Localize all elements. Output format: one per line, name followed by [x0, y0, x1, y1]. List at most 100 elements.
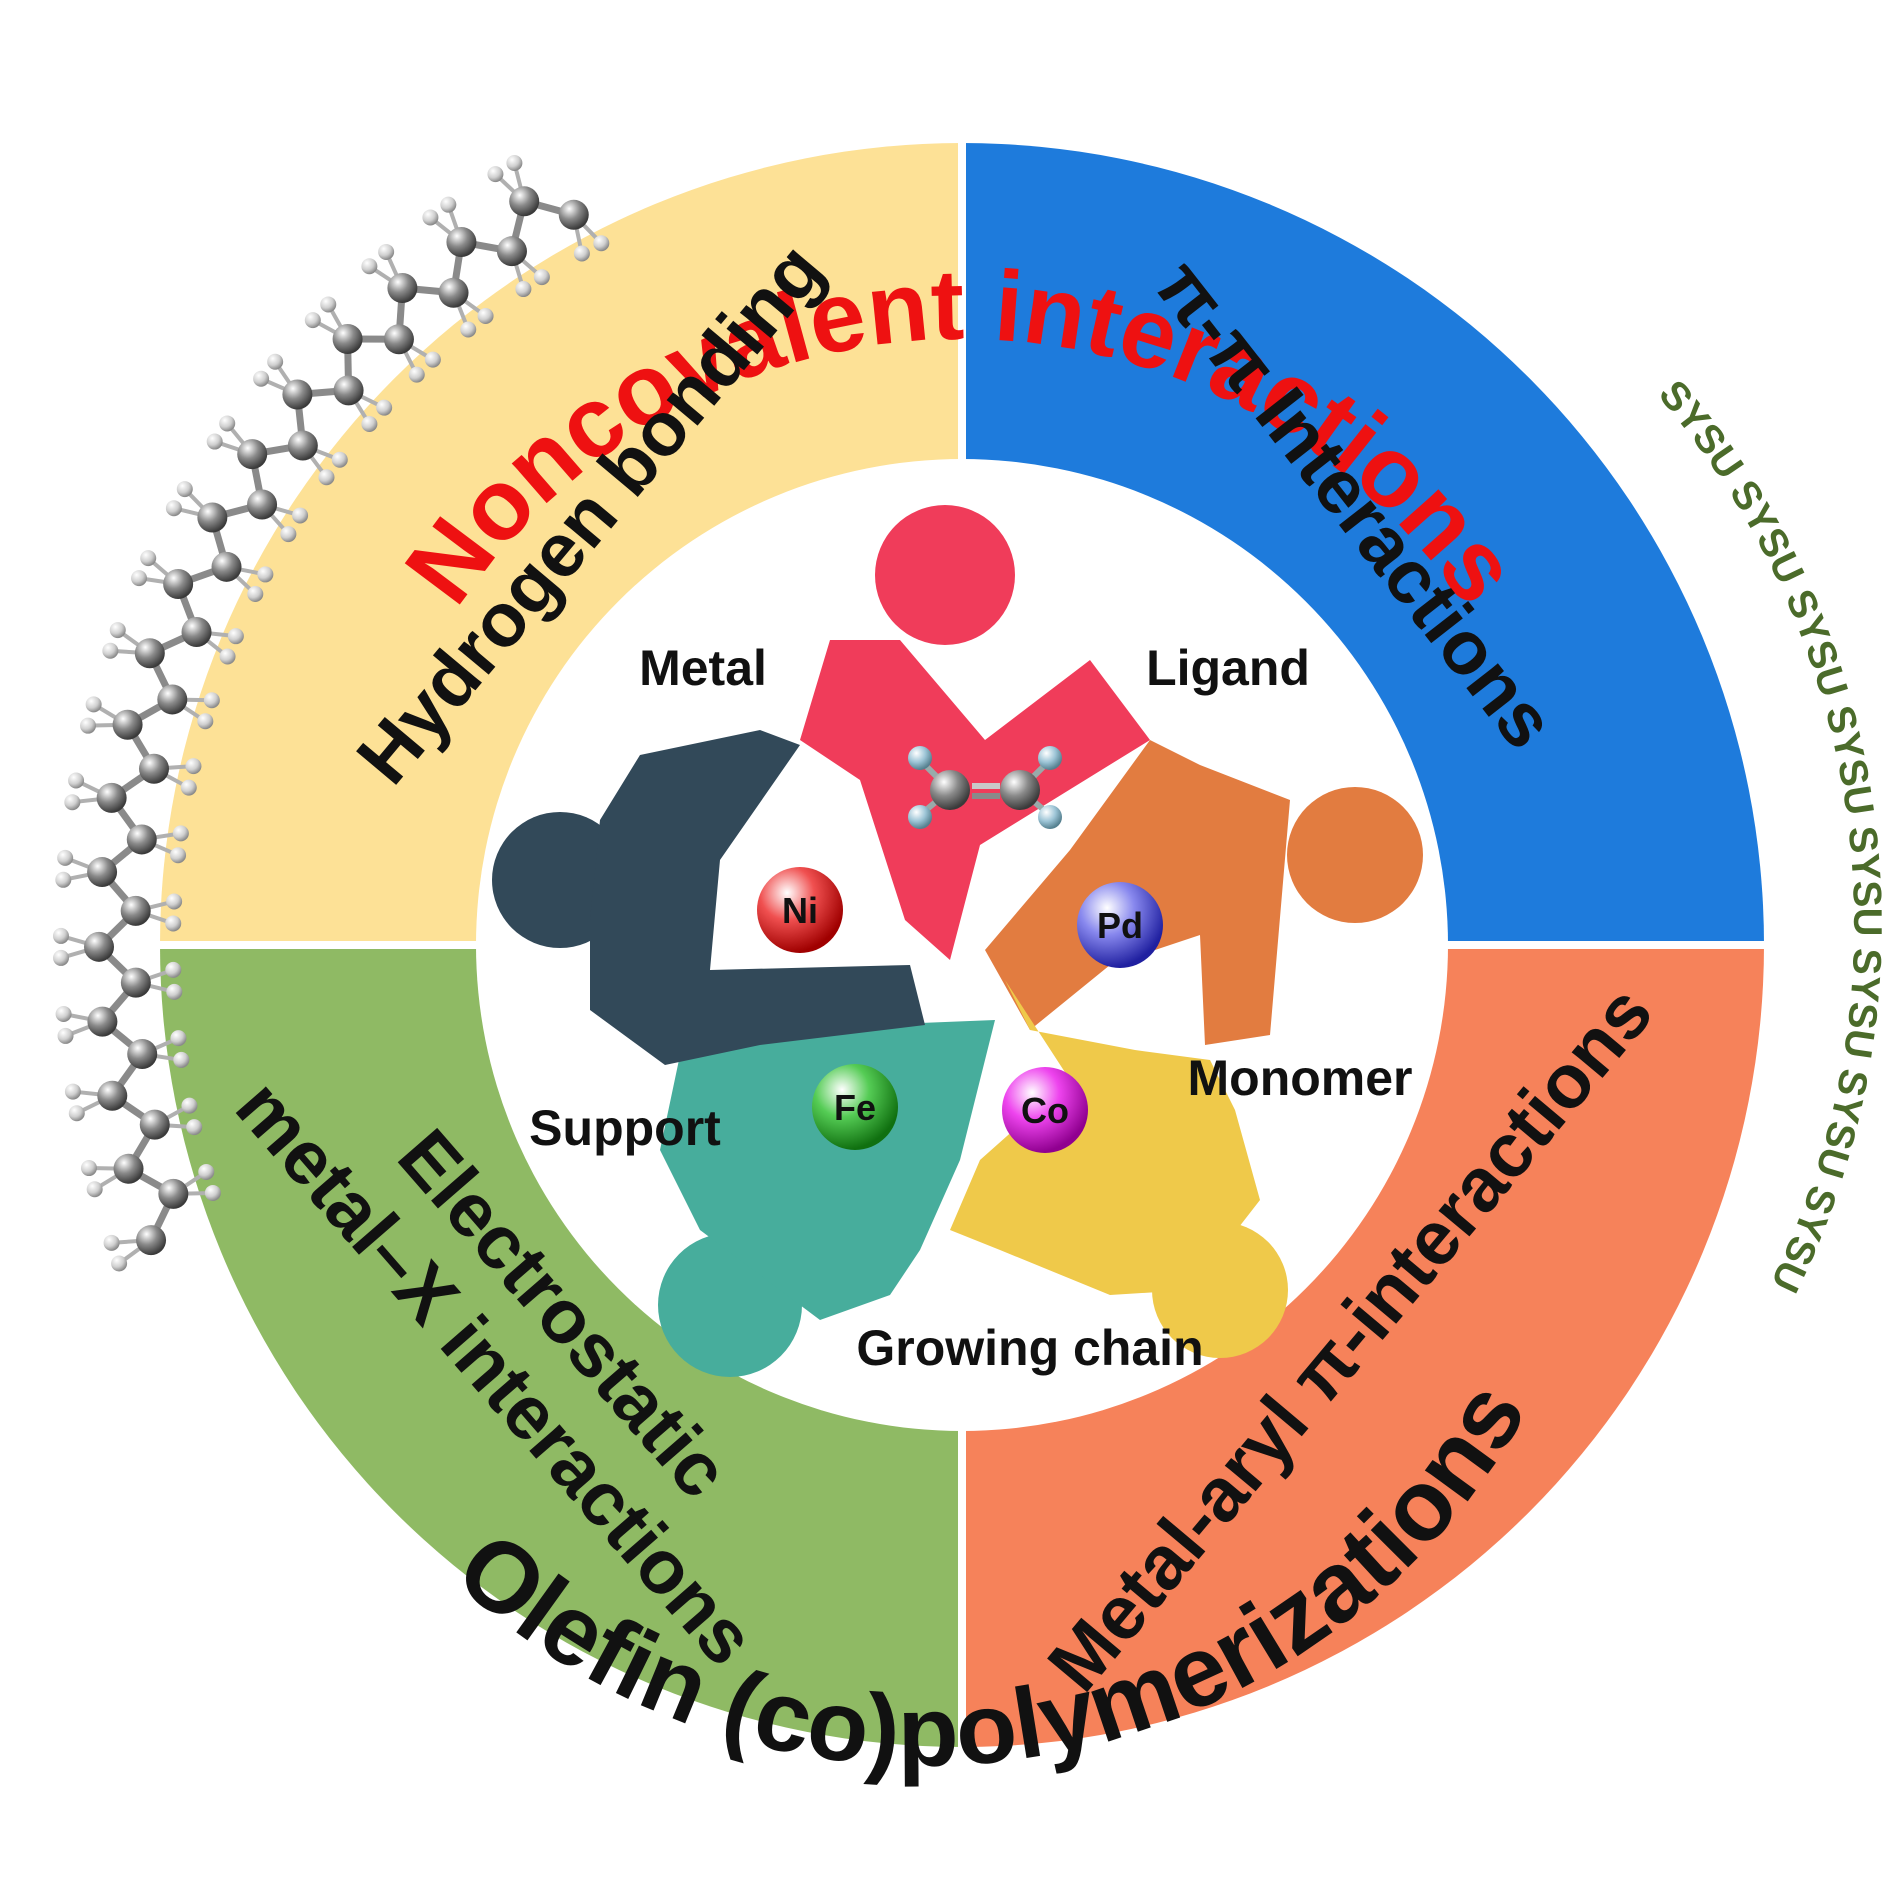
chain-hydrogen-atom: [56, 1006, 72, 1022]
chain-hydrogen-atom: [257, 566, 273, 582]
chain-carbon-atom: [237, 439, 267, 469]
chain-hydrogen-atom: [198, 1164, 214, 1180]
chain-carbon-atom: [197, 502, 227, 532]
chain-carbon-atom: [84, 932, 114, 962]
chain-hydrogen-atom: [170, 1030, 186, 1046]
chain-hydrogen-atom: [65, 1084, 81, 1100]
chain-hydrogen-atom: [205, 1185, 221, 1201]
chain-hydrogen-atom: [87, 1181, 103, 1197]
chain-hydrogen-atom: [86, 696, 102, 712]
chain-carbon-atom: [127, 824, 157, 854]
role-label-metal: Metal: [639, 640, 767, 696]
chain-hydrogen-atom: [170, 847, 186, 863]
chain-carbon-atom: [139, 754, 169, 784]
chain-carbon-atom: [163, 569, 193, 599]
chain-hydrogen-atom: [111, 1255, 127, 1271]
chain-hydrogen-atom: [228, 628, 244, 644]
chain-hydrogen-atom: [292, 507, 308, 523]
metal-label-ni: Ni: [782, 890, 818, 931]
chain-carbon-atom: [158, 1179, 188, 1209]
chain-hydrogen-atom: [140, 550, 156, 566]
chain-carbon-atom: [247, 490, 277, 520]
chain-hydrogen-atom: [593, 235, 609, 251]
chain-hydrogen-atom: [53, 950, 69, 966]
chain-hydrogen-atom: [166, 893, 182, 909]
role-label-support: Support: [529, 1100, 721, 1156]
chain-carbon-atom: [509, 186, 539, 216]
role-label-growing-chain: Growing chain: [856, 1320, 1203, 1376]
chain-hydrogen-atom: [53, 928, 69, 944]
chain-carbon-atom: [121, 896, 151, 926]
quadrant-ring: [150, 130, 1775, 1760]
chain-hydrogen-atom: [220, 649, 236, 665]
chain-hydrogen-atom: [440, 197, 456, 213]
chain-hydrogen-atom: [131, 570, 147, 586]
chain-carbon-atom: [113, 710, 143, 740]
chain-hydrogen-atom: [332, 452, 348, 468]
chain-carbon-atom: [182, 617, 212, 647]
chain-hydrogen-atom: [58, 1028, 74, 1044]
chain-hydrogen-atom: [378, 244, 394, 260]
chain-hydrogen-atom: [318, 469, 334, 485]
chain-hydrogen-atom: [102, 643, 118, 659]
chain-hydrogen-atom: [280, 526, 296, 542]
metal-label-fe: Fe: [834, 1087, 876, 1128]
chain-carbon-atom: [288, 431, 318, 461]
chain-hydrogen-atom: [185, 758, 201, 774]
chain-hydrogen-atom: [361, 416, 377, 432]
chain-hydrogen-atom: [487, 166, 503, 182]
chain-hydrogen-atom: [68, 773, 84, 789]
chain-hydrogen-atom: [425, 352, 441, 368]
chain-hydrogen-atom: [247, 586, 263, 602]
chain-hydrogen-atom: [219, 415, 235, 431]
chain-hydrogen-atom: [64, 794, 80, 810]
chain-hydrogen-atom: [204, 692, 220, 708]
chain-hydrogen-atom: [320, 296, 336, 312]
chain-hydrogen-atom: [305, 312, 321, 328]
role-label-ligand: Ligand: [1146, 640, 1310, 696]
chain-hydrogen-atom: [515, 281, 531, 297]
chain-hydrogen-atom: [166, 500, 182, 516]
chain-carbon-atom: [559, 200, 589, 230]
chain-hydrogen-atom: [506, 155, 522, 171]
chain-carbon-atom: [334, 375, 364, 405]
role-label-monomer: Monomer: [1188, 1050, 1413, 1106]
chain-carbon-atom: [140, 1110, 170, 1140]
chain-carbon-atom: [446, 227, 476, 257]
chain-carbon-atom: [384, 324, 414, 354]
chain-hydrogen-atom: [422, 209, 438, 225]
chain-hydrogen-atom: [574, 246, 590, 262]
chain-hydrogen-atom: [197, 713, 213, 729]
chain-carbon-atom: [97, 783, 127, 813]
chain-hydrogen-atom: [173, 1052, 189, 1068]
chain-hydrogen-atom: [460, 322, 476, 338]
chain-hydrogen-atom: [165, 915, 181, 931]
chain-carbon-atom: [87, 1007, 117, 1037]
chain-hydrogen-atom: [104, 1235, 120, 1251]
chain-carbon-atom: [114, 1154, 144, 1184]
metal-sphere-ni: Ni: [757, 867, 843, 953]
chain-hydrogen-atom: [186, 1119, 202, 1135]
chain-hydrogen-atom: [267, 354, 283, 370]
chain-hydrogen-atom: [409, 367, 425, 383]
chain-hydrogen-atom: [57, 850, 73, 866]
chain-hydrogen-atom: [173, 825, 189, 841]
chain-hydrogen-atom: [361, 258, 377, 274]
chain-carbon-atom: [282, 379, 312, 409]
metal-sphere-fe: Fe: [812, 1064, 898, 1150]
chain-hydrogen-atom: [166, 984, 182, 1000]
chain-hydrogen-atom: [69, 1105, 85, 1121]
chain-carbon-atom: [212, 552, 242, 582]
chain-hydrogen-atom: [110, 622, 126, 638]
metal-sphere-pd: Pd: [1077, 882, 1163, 968]
metal-label-pd: Pd: [1097, 905, 1143, 946]
chain-hydrogen-atom: [181, 1098, 197, 1114]
chain-carbon-atom: [136, 1225, 166, 1255]
chain-hydrogen-atom: [207, 434, 223, 450]
chain-hydrogen-atom: [55, 872, 71, 888]
chain-hydrogen-atom: [478, 308, 494, 324]
chain-carbon-atom: [97, 1081, 127, 1111]
chain-hydrogen-atom: [165, 962, 181, 978]
